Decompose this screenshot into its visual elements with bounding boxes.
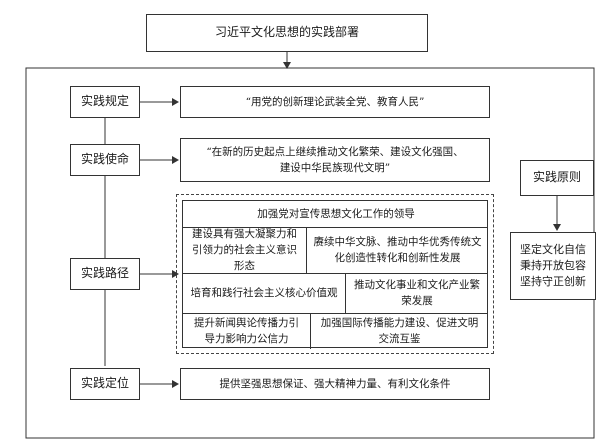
provision-arrowhead — [172, 98, 179, 106]
path-media: 提升新闻舆论传播力引导力影响力公信力 — [183, 313, 310, 349]
mission-box: 实践使命 — [70, 144, 140, 176]
positioning-box: 实践定位 — [70, 368, 140, 400]
diagram-title-text: 习近平文化思想的实践部署 — [214, 25, 359, 40]
mission-text-line2: 建设中华民族现代文明” — [279, 162, 391, 174]
path-arrowhead — [172, 270, 179, 278]
mission-arrowhead — [172, 156, 179, 164]
path-intl-text: 加强国际传播能力建设、促进文明交流互鉴 — [320, 316, 479, 345]
provision-label: 实践规定 — [80, 94, 129, 109]
principles-list: 坚定文化自信 秉持开放包容 坚持守正创新 — [510, 232, 596, 300]
provision-content: “用党的创新理论武装全党、教育人民” — [180, 86, 490, 118]
path-values: 培育和践行社会主义核心价值观 — [183, 273, 345, 313]
divider-1 — [183, 227, 487, 228]
principle-item: 秉持开放包容 — [520, 259, 586, 273]
mission-content: “在新的历史起点上继续推动文化繁荣、建设文化强国、 建设中华民族现代文明” — [180, 138, 490, 182]
positioning-arrowhead — [172, 380, 179, 388]
mission-label: 实践使命 — [80, 152, 129, 167]
principle-item: 坚持守正创新 — [520, 274, 586, 288]
path-lead: 加强党对宣传思想文化工作的领导 — [183, 201, 489, 227]
path-group — [176, 194, 494, 354]
positioning-text: 提供坚强思想保证、强大精神力量、有利文化条件 — [219, 377, 451, 390]
path-industry-text: 推动文化事业和文化产业繁荣发展 — [354, 278, 480, 307]
provision-text: “用党的创新理论武装全党、教育人民” — [245, 95, 425, 108]
path-industry: 推动文化事业和文化产业繁荣发展 — [345, 273, 489, 313]
positioning-label: 实践定位 — [80, 376, 129, 391]
divider-2 — [183, 273, 487, 274]
path-label: 实践路径 — [80, 266, 129, 281]
path-grid: 加强党对宣传思想文化工作的领导 建设具有强大凝聚力和引领力的社会主义意识形态 赓… — [182, 200, 489, 349]
diagram-title: 习近平文化思想的实践部署 — [146, 14, 428, 52]
divider-3 — [183, 313, 487, 314]
path-ideology: 建设具有强大凝聚力和引领力的社会主义意识形态 — [183, 227, 306, 273]
path-ideology-text: 建设具有强大凝聚力和引领力的社会主义意识形态 — [192, 227, 297, 273]
path-lead-text: 加强党对宣传思想文化工作的领导 — [257, 207, 415, 220]
principles-arrowhead — [553, 224, 561, 231]
path-tradition: 赓续中华文脉、推动中华优秀传统文化创造性转化和创新性发展 — [306, 227, 489, 273]
principles-title: 实践原则 — [532, 170, 581, 185]
positioning-content: 提供坚强思想保证、强大精神力量、有利文化条件 — [180, 368, 490, 400]
principles-title-box: 实践原则 — [520, 160, 594, 196]
provision-box: 实践规定 — [70, 86, 140, 118]
path-values-text: 培育和践行社会主义核心价值观 — [190, 286, 338, 299]
path-box: 实践路径 — [70, 258, 140, 290]
path-tradition-text: 赓续中华文脉、推动中华优秀传统文化创造性转化和创新性发展 — [313, 235, 482, 264]
principle-item: 坚定文化自信 — [520, 243, 586, 257]
vdivider-3 — [310, 313, 311, 349]
title-arrowhead — [283, 62, 291, 69]
mission-text-line1: “在新的历史起点上继续推动文化繁荣、建设文化强国、 — [206, 145, 464, 158]
path-intl: 加强国际传播能力建设、促进文明交流互鉴 — [310, 313, 489, 349]
vdivider-2 — [345, 273, 346, 313]
path-media-text: 提升新闻舆论传播力引导力影响力公信力 — [194, 316, 299, 345]
vdivider-1 — [306, 227, 307, 273]
